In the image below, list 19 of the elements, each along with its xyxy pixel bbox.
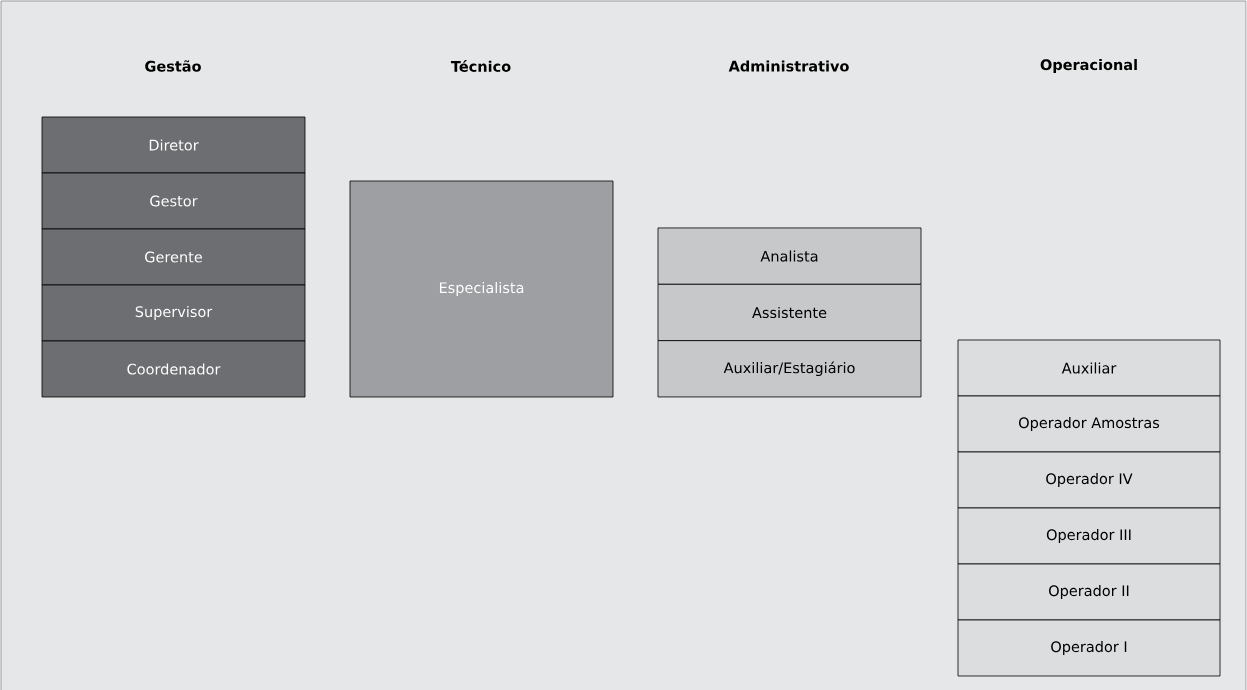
role-box: Auxiliar [957, 339, 1221, 397]
column-heading: Técnico [450, 60, 511, 72]
role-box: Coordenador [41, 340, 306, 398]
role-box: Gerente [41, 228, 306, 286]
role-box: Operador Amostras [957, 395, 1221, 453]
role-box: Operador III [957, 507, 1221, 565]
role-box: Operador I [957, 619, 1221, 677]
column-heading: Gestão [145, 60, 201, 72]
role-box: Diretor [41, 116, 306, 174]
role-box: Gestor [41, 172, 306, 230]
role-box: Operador IV [957, 451, 1221, 509]
role-box: Auxiliar/Estagiário [657, 340, 922, 398]
role-box: Especialista [349, 180, 614, 398]
role-box: Supervisor [41, 284, 306, 342]
role-box: Operador II [957, 563, 1221, 621]
role-box: Analista [657, 227, 922, 285]
role-box: Assistente [657, 283, 922, 342]
column-heading: Operacional [1040, 58, 1137, 73]
column-heading: Administrativo [728, 60, 849, 72]
